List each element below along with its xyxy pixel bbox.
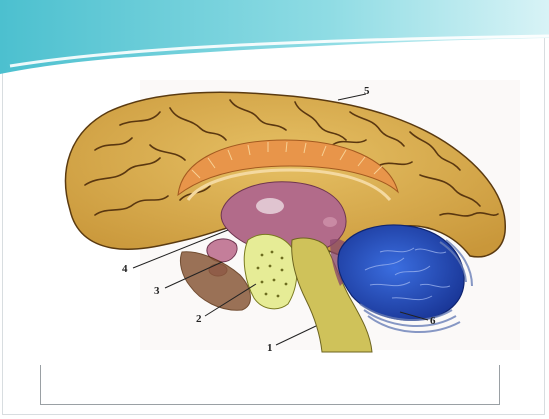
label-6: 6 bbox=[430, 315, 436, 327]
label-2: 2 bbox=[196, 313, 202, 325]
caption-box bbox=[40, 365, 500, 405]
label-1: 1 bbox=[267, 342, 273, 354]
label-4: 4 bbox=[122, 263, 128, 275]
label-5: 5 bbox=[364, 85, 370, 97]
pineal-body bbox=[323, 217, 337, 227]
thalamic-nucleus bbox=[256, 198, 284, 214]
label-3: 3 bbox=[154, 285, 160, 297]
